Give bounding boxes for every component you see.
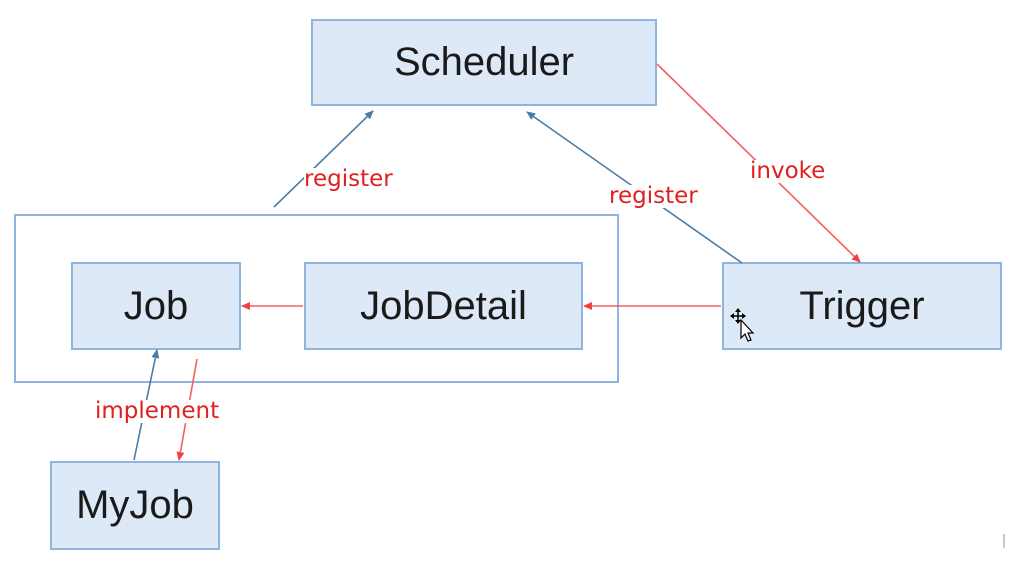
job-group-container xyxy=(14,214,619,383)
trigger-node: Trigger xyxy=(722,262,1002,350)
move-cursor-icon xyxy=(730,308,755,342)
scheduler-node: Scheduler xyxy=(311,19,657,106)
implement-label: implement xyxy=(95,398,220,424)
job-node: Job xyxy=(71,262,241,350)
invoke-label: invoke xyxy=(750,158,826,184)
jobdetail-node: JobDetail xyxy=(304,262,583,350)
myjob-node: MyJob xyxy=(50,461,220,550)
edge-mark xyxy=(1003,534,1005,548)
register-label-left: register xyxy=(304,166,393,192)
register-label-right: register xyxy=(609,183,698,209)
register-arrow-group-to-scheduler xyxy=(273,110,374,208)
